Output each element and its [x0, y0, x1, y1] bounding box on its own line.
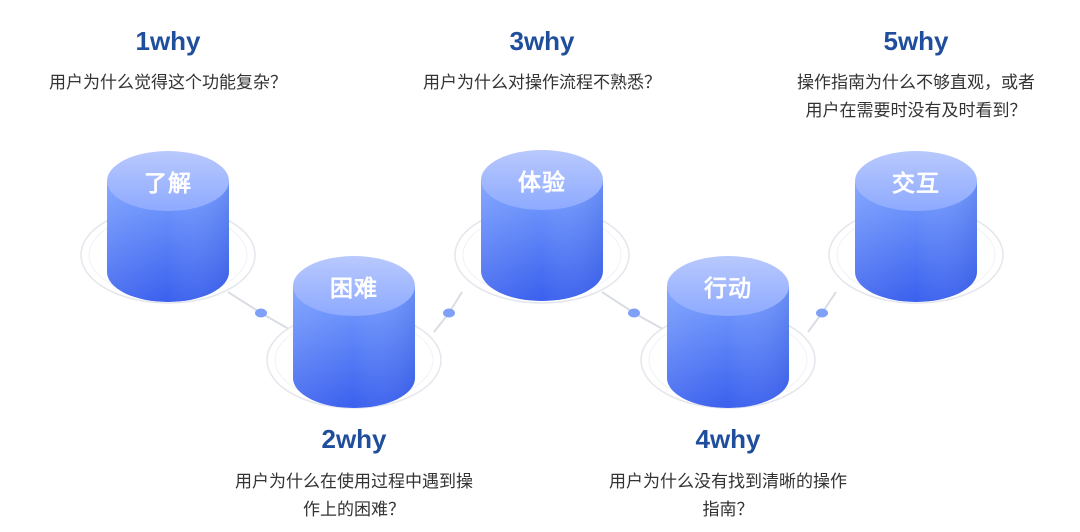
step-description: 用户为什么没有找到清晰的操作指南？ [609, 468, 847, 524]
cylinder-5 [828, 151, 1004, 304]
cylinder-3 [454, 150, 630, 304]
cylinder-label: 了解 [144, 171, 192, 197]
description-line: 用户为什么没有找到清晰的操作 [609, 472, 847, 492]
connector-line [601, 291, 635, 314]
cylinder-shade [855, 181, 977, 302]
step-title: 1why [135, 26, 201, 56]
connector-line [227, 291, 262, 314]
description-line: 操作指南为什么不够直观，或者 [797, 73, 1035, 93]
cylinder-top [293, 256, 415, 316]
description-line: 指南？ [702, 500, 754, 520]
step-title: 2why [321, 424, 387, 454]
cylinder-shade [293, 286, 415, 408]
step-description: 操作指南为什么不够直观，或者用户在需要时没有及时看到？ [797, 69, 1035, 125]
cylinder-2 [266, 256, 442, 409]
cylinder-1 [80, 151, 256, 304]
step-title: 3why [509, 26, 575, 56]
step-description: 用户为什么对操作流程不熟悉？ [423, 69, 661, 97]
cylinder-shade [667, 286, 789, 408]
connector-dot [628, 308, 640, 318]
cylinder-4 [640, 256, 816, 409]
description-line: 用户为什么对操作流程不熟悉？ [423, 73, 661, 93]
connector-dot [255, 308, 267, 318]
description-line: 用户为什么在使用过程中遇到操 [235, 472, 473, 492]
cylinder-shade [107, 181, 229, 302]
step-description: 用户为什么在使用过程中遇到操作上的困难？ [235, 468, 473, 524]
cylinder-shade [481, 180, 603, 301]
cylinder-top [481, 150, 603, 210]
cylinder-top [107, 151, 229, 211]
cylinder-label: 行动 [704, 276, 752, 302]
cylinder-label: 交互 [892, 171, 940, 197]
description-line: 用户为什么觉得这个功能复杂？ [49, 73, 287, 93]
cylinder-top [855, 151, 977, 211]
connector-dot [443, 308, 455, 318]
connector-dot [816, 308, 828, 318]
step-description: 用户为什么觉得这个功能复杂？ [49, 69, 287, 97]
step-title: 4why [695, 424, 761, 454]
cylinder-label: 困难 [330, 276, 378, 302]
connector-lines [227, 291, 837, 333]
step-title: 5why [883, 26, 949, 56]
description-line: 作上的困难？ [303, 500, 405, 520]
cylinder-label: 体验 [518, 170, 566, 196]
cylinder-top [667, 256, 789, 316]
cylinder-group [80, 150, 1004, 409]
description-line: 用户在需要时没有及时看到？ [805, 101, 1027, 121]
